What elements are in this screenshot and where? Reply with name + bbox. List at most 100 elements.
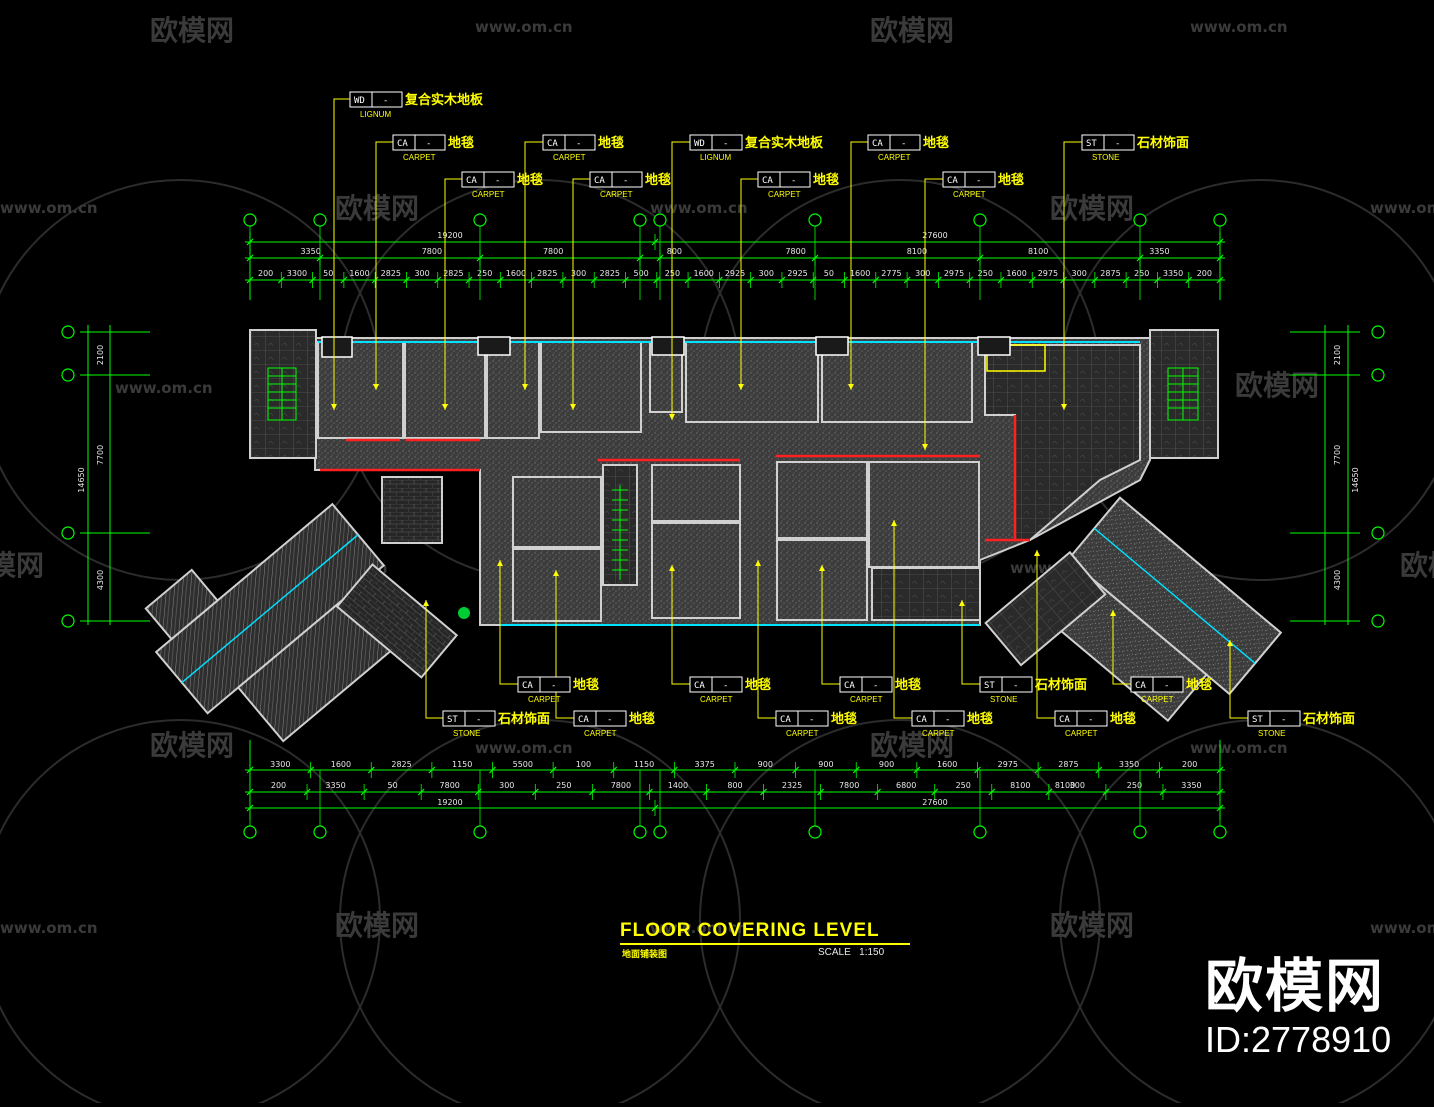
tag-dash: - (1088, 715, 1093, 725)
dimension-value: 7800 (440, 781, 460, 790)
tag-code: CA (762, 176, 773, 186)
tag-name-cn: 石材饰面 (1136, 135, 1189, 151)
tag-box (1081, 134, 1135, 151)
dimension-value: 2825 (537, 269, 557, 278)
tag-code: CA (872, 139, 883, 149)
drawing-title: FLOOR COVERING LEVEL (620, 920, 910, 945)
south-stair-treads (612, 485, 628, 580)
tag-name-cn: 地毯 (517, 172, 543, 188)
tag-dash: - (976, 176, 981, 186)
leader-arrow (522, 384, 528, 390)
tag-box (542, 134, 596, 151)
tag-sub: CARPET (953, 190, 986, 199)
right-dim-2: 7700 (1333, 445, 1342, 465)
leader-line (1036, 550, 1055, 719)
dimension-value: 5500 (513, 760, 533, 769)
tag-sub: STONE (1092, 153, 1119, 162)
axis-bubble (1213, 825, 1227, 839)
tag-name-cn: 地毯 (745, 677, 771, 693)
leader-line (499, 560, 518, 685)
axis-bubble (1133, 213, 1147, 227)
tag-code: CA (694, 681, 705, 691)
tag-dash: - (551, 681, 556, 691)
tag-sub: CARPET (600, 190, 633, 199)
dimension-value: 3300 (287, 269, 307, 278)
leader-arrow (423, 600, 429, 606)
axis-bubble (473, 213, 487, 227)
leader-arrow (553, 570, 559, 576)
leader-arrow (497, 560, 503, 566)
west-wing-2 (335, 563, 459, 679)
tag-box (1130, 676, 1184, 693)
axis-bubble (973, 213, 987, 227)
tag-dash: - (809, 715, 814, 725)
drawing-scale: SCALE 1:150 (818, 947, 884, 958)
dimension-value: 2825 (443, 269, 463, 278)
right-dim-total: 14650 (1351, 467, 1360, 492)
dimension-value: 2325 (782, 781, 802, 790)
dimension-value: 250 (956, 781, 971, 790)
tag-name-cn: 复合实木地板 (404, 92, 484, 108)
watermark-url: www.om.cn (650, 199, 748, 217)
tag-code: CA (466, 176, 477, 186)
tag-code: WD (694, 139, 705, 149)
watermark-url: www.om.cn (475, 18, 573, 36)
leader-arrow (1227, 640, 1233, 646)
leader-arrow (331, 404, 337, 410)
tag-name-cn: 地毯 (573, 677, 599, 693)
dimension-value: 1400 (668, 781, 688, 790)
west-stair-tower (249, 329, 317, 459)
left-dim-total: 14650 (77, 467, 86, 492)
tag-sub: CARPET (528, 695, 561, 704)
tag-box (461, 171, 515, 188)
dimension-value: 2975 (944, 269, 964, 278)
dimension-value: 900 (758, 760, 773, 769)
tag-code: CA (916, 715, 927, 725)
tag-code: CA (1059, 715, 1070, 725)
tag-box (867, 134, 921, 151)
tag-sub: STONE (990, 695, 1017, 704)
tag-name-cn: 地毯 (448, 135, 474, 151)
dimension-value: 2975 (1038, 269, 1058, 278)
axis-bubble (1371, 526, 1385, 540)
leader-arrow (848, 384, 854, 390)
watermark-url: www.om.cn (1370, 919, 1434, 937)
axis-bubble (633, 213, 647, 227)
tag-sub: CARPET (850, 695, 883, 704)
leader-line (757, 560, 776, 719)
watermark-url: www.om.cn (115, 379, 213, 397)
east-stair-treads (1167, 367, 1199, 421)
axis-bubble (313, 213, 327, 227)
dimension-value: 50 (824, 269, 834, 278)
watermark-url: www.om.cn (1190, 18, 1288, 36)
dimension-value: 2825 (600, 269, 620, 278)
tag-name-cn: 地毯 (967, 711, 993, 727)
watermark-url: www.om.cn (0, 199, 98, 217)
leader-line (572, 178, 590, 410)
tag-dash: - (607, 715, 612, 725)
top-dimension-ticks (246, 234, 1224, 288)
dimension-value: 250 (477, 269, 492, 278)
leader-arrow (570, 404, 576, 410)
brand-block: 欧模网 ID:2778910 (1205, 952, 1395, 1060)
bottom-dimension-chain (245, 740, 1225, 820)
leader-line (850, 141, 868, 390)
watermark-url: www.om.cn (475, 739, 573, 757)
tag-code: CA (578, 715, 589, 725)
leader-line (821, 565, 840, 685)
tag-name-cn: 地毯 (1110, 711, 1136, 727)
leader-arrow (755, 560, 761, 566)
tag-sub: CARPET (700, 695, 733, 704)
tag-sub: CARPET (786, 729, 819, 738)
leader-line (1063, 141, 1082, 410)
leader-arrow (959, 600, 965, 606)
dimension-value: 50 (388, 781, 398, 790)
